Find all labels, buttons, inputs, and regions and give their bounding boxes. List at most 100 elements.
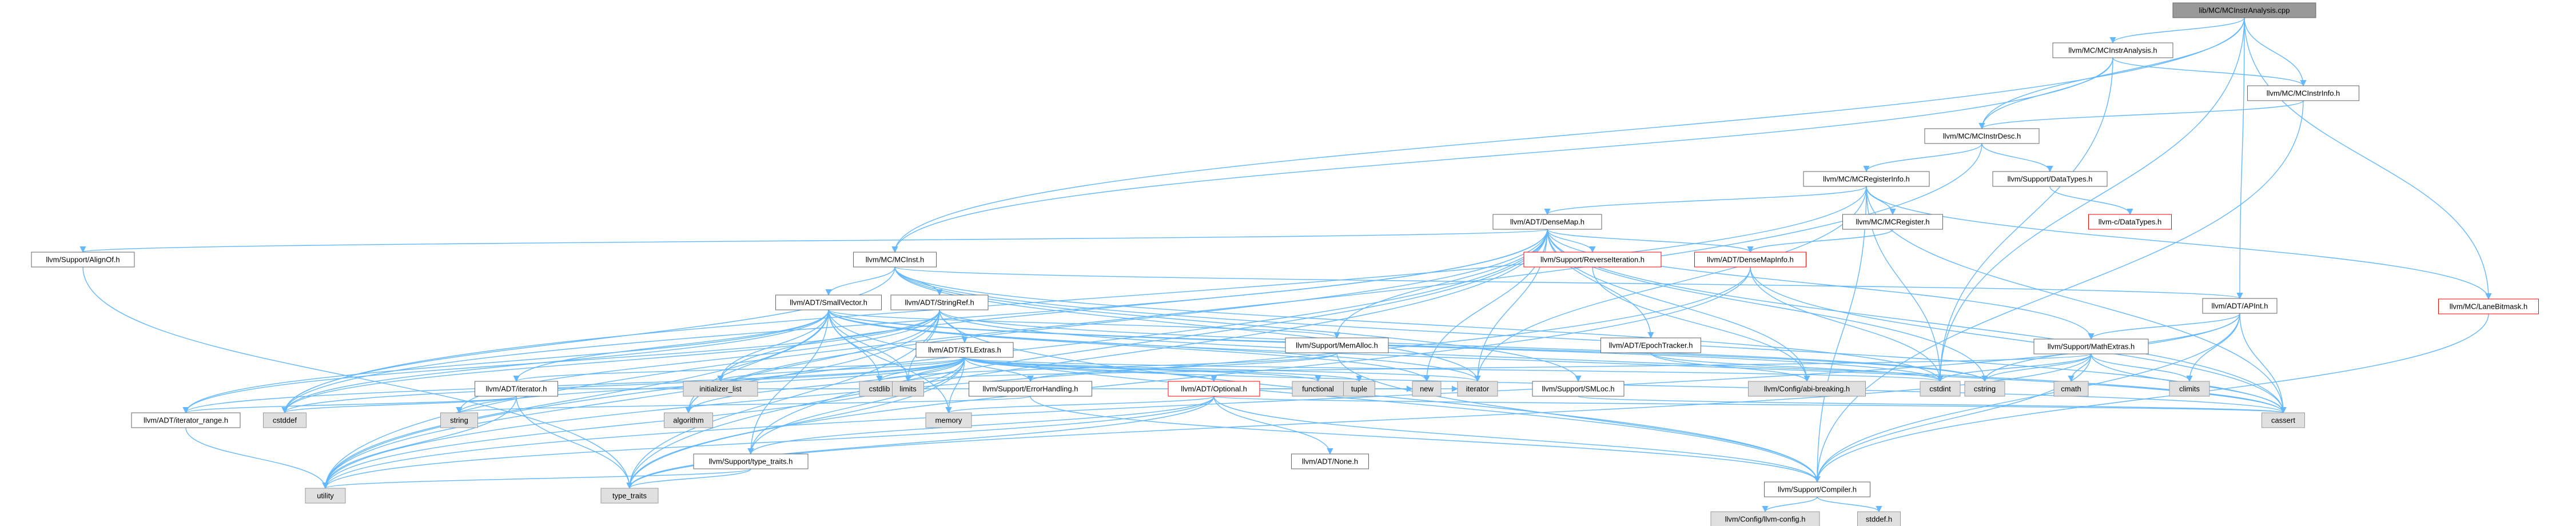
include-edge-n20-to-n27	[964, 357, 1363, 382]
node-box	[1492, 214, 1602, 230]
header-node-llvm-adt-densemap-h[interactable]: llvm/ADT/DenseMap.h	[1492, 214, 1602, 230]
header-node-algorithm: algorithm	[664, 412, 713, 428]
node-box	[600, 488, 659, 504]
include-edge-n13-to-n46	[626, 266, 1751, 489]
include-edge-n7-to-n10	[80, 229, 1548, 253]
node-label: limits	[899, 385, 917, 393]
node-box	[2172, 2, 2316, 18]
include-edge-n40-to-n46	[626, 468, 751, 489]
root-file-node-lib-mc-mcinstranalysis-cpp: lib/MC/MCInstrAnalysis.cpp	[2172, 2, 2316, 18]
include-edge-n13-to-n31	[1750, 266, 1944, 382]
header-node-llvm-config-abi-breaking-h: llvm/Config/abi-breaking.h	[1748, 381, 1866, 397]
header-node-llvm-adt-none-h[interactable]: llvm/ADT/None.h	[1291, 453, 1369, 469]
node-box	[1600, 337, 1701, 353]
header-node-limits: limits	[892, 381, 924, 397]
include-edge-n19-to-n33	[2068, 353, 2092, 382]
header-node-llvm-adt-apint-h[interactable]: llvm/ADT/APInt.h	[2202, 298, 2278, 314]
include-edge-n1-to-n2	[2112, 57, 2307, 87]
header-node-llvm-adt-iterator-h[interactable]: llvm/ADT/iterator.h	[475, 381, 558, 397]
header-node-llvm-support-type-traits-h[interactable]: llvm/Support/type_traits.h	[693, 453, 809, 469]
node-box	[1694, 252, 1806, 268]
header-node-initializer-list: initializer_list	[683, 381, 758, 397]
header-node-llvm-adt-stringref-h[interactable]: llvm/ADT/StringRef.h	[890, 294, 989, 310]
node-box	[1343, 381, 1375, 397]
node-box	[969, 381, 1092, 397]
include-edge-n13-to-n44	[1750, 266, 2287, 414]
include-edge-n25-to-n37	[456, 396, 1031, 414]
header-node-llvm-adt-iterator-range-h[interactable]: llvm/ADT/iterator_range.h	[131, 412, 241, 428]
header-node-llvm-support-errorhandling-h[interactable]: llvm/Support/ErrorHandling.h	[969, 381, 1092, 397]
include-edge-n0-to-n11	[891, 17, 2245, 253]
node-box	[925, 412, 972, 428]
include-edge-n11-to-n43	[894, 266, 1481, 382]
include-edge-n28-to-n46	[626, 396, 1215, 489]
include-edge-n15-to-n45	[322, 309, 940, 489]
include-edge-n21-to-n46	[516, 396, 633, 489]
header-node-llvm-adt-epochtracker-h[interactable]: llvm/ADT/EpochTracker.h	[1600, 337, 1701, 353]
include-edge-n7-to-n46	[626, 229, 1548, 489]
node-box	[2202, 298, 2278, 314]
node-label: llvm/MC/LaneBitmask.h	[2450, 302, 2528, 311]
header-node-cstddef: cstddef	[263, 412, 306, 428]
node-box	[440, 412, 478, 428]
header-node-llvm-support-smloc-h[interactable]: llvm/Support/SMLoc.h	[1532, 381, 1625, 397]
header-node-llvm-mc-mcinst-h[interactable]: llvm/MC/MCInst.h	[853, 252, 937, 268]
node-box	[305, 488, 346, 504]
node-label: llvm/MC/MCInstrInfo.h	[2267, 89, 2340, 98]
include-edge-n20-to-n36	[281, 357, 965, 414]
header-node-iterator: iterator	[1457, 381, 1498, 397]
node-label: llvm/ADT/DenseMapInfo.h	[1707, 256, 1794, 264]
include-edge-n10-to-n46	[82, 266, 633, 489]
header-node-llvm-mc-mcinstrinfo-h[interactable]: llvm/MC/MCInstrInfo.h	[2247, 85, 2359, 101]
header-node-type-traits: type_traits	[600, 488, 659, 504]
node-label: llvm/Support/type_traits.h	[709, 457, 793, 466]
node-box	[475, 381, 558, 397]
header-node-llvm-adt-stlextras-h[interactable]: llvm/ADT/STLExtras.h	[915, 342, 1014, 358]
node-box	[664, 412, 713, 428]
include-edge-n16-to-n34	[2186, 313, 2240, 382]
node-label: utility	[317, 492, 334, 500]
header-node-llvm-support-alignof-h[interactable]: llvm/Support/AlignOf.h	[31, 252, 135, 268]
node-label: llvm/Support/DataTypes.h	[2008, 175, 2093, 184]
header-node-llvm-mc-mcinstrdesc-h[interactable]: llvm/MC/MCInstrDesc.h	[1924, 128, 2040, 144]
include-edge-n4-to-n47	[1814, 186, 1867, 483]
include-edge-n14-to-n39	[828, 309, 952, 414]
include-edge-n20-to-n24	[905, 357, 965, 382]
include-edge-n16-to-n19	[2088, 313, 2240, 340]
header-node-llvm-mc-mcregisterinfo-h[interactable]: llvm/MC/MCRegisterInfo.h	[1803, 171, 1930, 187]
include-edge-n1-to-n31	[1937, 57, 2113, 382]
header-node-llvm-adt-smallvector-h[interactable]: llvm/ADT/SmallVector.h	[775, 294, 882, 310]
node-box	[890, 294, 989, 310]
include-edge-n20-to-n35	[182, 357, 965, 414]
include-edge-n47-to-n49	[1817, 496, 1882, 513]
header-node-llvm-adt-optional-h[interactable]: llvm/ADT/Optional.h	[1168, 381, 1260, 397]
include-edge-n14-to-n44	[828, 309, 2287, 414]
header-node-llvm-mc-lanebitmask-h[interactable]: llvm/MC/LaneBitmask.h	[2438, 298, 2539, 314]
include-edge-n35-to-n45	[185, 427, 329, 489]
header-node-llvm-support-reverseiteration-h[interactable]: llvm/Support/ReverseIteration.h	[1523, 252, 1662, 268]
include-edge-n16-to-n45	[322, 313, 2240, 489]
node-label: memory	[935, 416, 962, 425]
include-edge-n14-to-n35	[182, 309, 829, 414]
header-node-llvm-mc-mcinstranalysis-h[interactable]: llvm/MC/MCInstrAnalysis.h	[2052, 42, 2173, 58]
header-node-string: string	[440, 412, 478, 428]
include-edge-n11-to-n29	[894, 266, 1582, 382]
header-node-llvm-support-datatypes-h[interactable]: llvm/Support/DataTypes.h	[1992, 171, 2108, 187]
include-edge-n15-to-n35	[182, 309, 940, 414]
include-edge-n17-to-n25	[1027, 352, 1337, 382]
include-edge-n18-to-n31	[1650, 352, 1944, 382]
header-node-llvm-c-datatypes-h[interactable]: llvm-c/DataTypes.h	[2088, 214, 2172, 230]
node-box	[1920, 381, 1961, 397]
header-node-llvm-adt-densemapinfo-h[interactable]: llvm/ADT/DenseMapInfo.h	[1694, 252, 1806, 268]
header-node-llvm-support-compiler-h[interactable]: llvm/Support/Compiler.h	[1764, 481, 1870, 497]
header-node-llvm-support-memalloc-h[interactable]: llvm/Support/MemAlloc.h	[1285, 337, 1389, 353]
header-node-llvm-mc-mcregister-h[interactable]: llvm/MC/MCRegister.h	[1842, 214, 1943, 230]
node-box	[1924, 128, 2040, 144]
include-edge-n7-to-n19	[1547, 229, 2095, 340]
node-box	[1964, 381, 2005, 397]
header-node-llvm-support-mathextras-h[interactable]: llvm/Support/MathExtras.h	[2033, 338, 2149, 354]
node-label: llvm/MC/MCRegister.h	[1856, 218, 1929, 226]
node-box	[2053, 381, 2089, 397]
include-edge-n0-to-n1	[2109, 17, 2245, 44]
node-box	[1710, 511, 1820, 526]
